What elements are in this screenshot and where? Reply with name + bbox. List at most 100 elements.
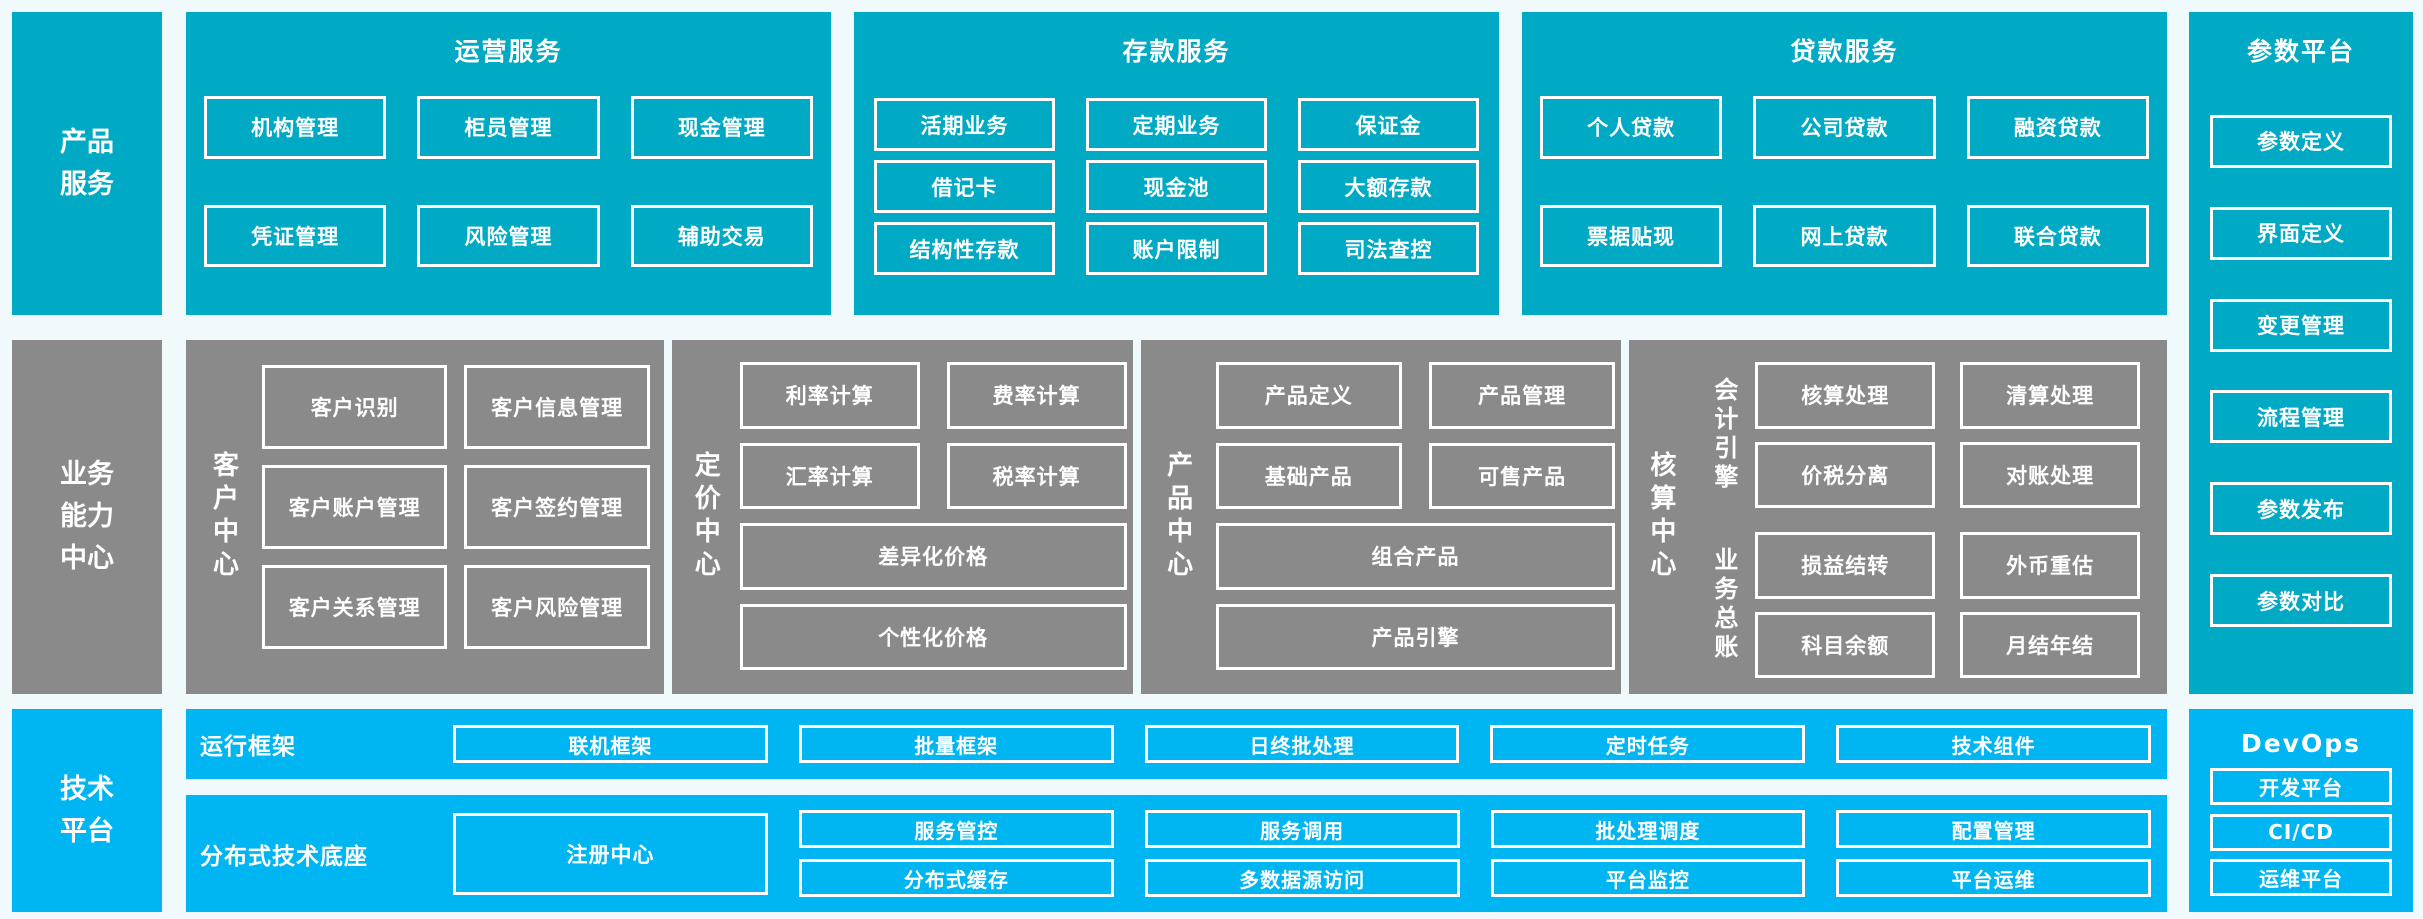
diagram-box: 服务管控 bbox=[799, 810, 1114, 848]
diagram-box: 配置管理 bbox=[1836, 810, 2151, 848]
diagram-box: 机构管理 bbox=[204, 96, 387, 159]
diagram-box: 联机框架 bbox=[453, 725, 768, 763]
diagram-box: 客户关系管理 bbox=[262, 565, 448, 649]
diagram-box: 变更管理 bbox=[2210, 298, 2392, 352]
diagram-box: 个人贷款 bbox=[1540, 96, 1723, 159]
diagram-box: 参数发布 bbox=[2210, 482, 2392, 536]
distributed-column: 配置管理 平台运维 bbox=[1836, 810, 2151, 897]
diagram-box: 组合产品 bbox=[1215, 523, 1616, 590]
diagram-box: 现金管理 bbox=[630, 96, 813, 159]
diagram-box: 定期业务 bbox=[1086, 98, 1267, 151]
diagram-box: 费率计算 bbox=[946, 362, 1127, 429]
deposit-services-grid: 活期业务 定期业务 保证金 借记卡 现金池 大额存款 结构性存款 账户限制 司法… bbox=[854, 68, 1499, 315]
diagram-box: 定时任务 bbox=[1490, 725, 1806, 763]
diagram-box: 税率计算 bbox=[946, 442, 1127, 509]
diagram-box: 汇率计算 bbox=[739, 442, 920, 509]
business-ledger-group: 业务总账 损益结转 外币重估 科目余额 月结年结 bbox=[1693, 532, 2140, 678]
loan-services-grid: 个人贷款 公司贷款 融资贷款 票据贴现 网上贷款 联合贷款 bbox=[1522, 68, 2167, 315]
diagram-box: 保证金 bbox=[1298, 98, 1479, 151]
devops-title: DevOps bbox=[2240, 729, 2362, 758]
diagram-box: 客户签约管理 bbox=[464, 465, 650, 549]
diagram-box: 损益结转 bbox=[1755, 532, 1936, 599]
diagram-box: 批量框架 bbox=[798, 725, 1114, 763]
sidebar-business-capability: 业务能力中心 bbox=[12, 340, 162, 694]
diagram-box: 联合贷款 bbox=[1966, 204, 2149, 267]
panel-deposit-services: 存款服务 活期业务 定期业务 保证金 借记卡 现金池 大额存款 结构性存款 账户… bbox=[854, 12, 1499, 315]
diagram-box: 参数定义 bbox=[2210, 114, 2392, 168]
panel-operations-services: 运营服务 机构管理 柜员管理 现金管理 凭证管理 风险管理 辅助交易 bbox=[186, 12, 831, 315]
diagram-box: 大额存款 bbox=[1298, 160, 1479, 213]
diagram-box: 凭证管理 bbox=[204, 204, 387, 267]
upper-main-area: 产品服务 运营服务 机构管理 柜员管理 现金管理 凭证管理 风险管理 辅助交易 bbox=[12, 12, 2167, 694]
parameter-platform-boxes: 参数定义 界面定义 变更管理 流程管理 参数发布 参数对比 bbox=[2189, 68, 2413, 694]
diagram-box: 利率计算 bbox=[739, 362, 920, 429]
panel-distributed-base: 分布式技术底座 注册中心 服务管控 分布式缓存 服务调用 多数据源访问 批处理调… bbox=[186, 795, 2167, 912]
sidebar-technology-platform-label: 技术平台 bbox=[60, 773, 114, 847]
diagram-box: 辅助交易 bbox=[630, 204, 813, 267]
diagram-box: 风险管理 bbox=[417, 204, 600, 267]
accounting-engine-group: 会计引擎 核算处理 清算处理 价税分离 对账处理 bbox=[1693, 362, 2140, 508]
diagram-box: 外币重估 bbox=[1960, 532, 2140, 599]
diagram-box: 对账处理 bbox=[1960, 441, 2140, 508]
panel-devops: DevOps 开发平台 CI/CD 运维平台 bbox=[2189, 709, 2413, 912]
panel-accounting-center: 核算中心 会计引擎 核算处理 清算处理 价税分离 bbox=[1629, 340, 2167, 694]
technology-main-area: 运行框架 联机框架 批量框架 日终批处理 定时任务 技术组件 分布式技术底座 注… bbox=[186, 709, 2167, 912]
diagram-box: 差异化价格 bbox=[739, 523, 1127, 590]
distributed-base-label: 分布式技术底座 bbox=[200, 843, 368, 870]
diagram-box: 产品定义 bbox=[1215, 362, 1402, 429]
diagram-box: 运维平台 bbox=[2210, 858, 2392, 896]
diagram-box: 客户识别 bbox=[262, 365, 448, 449]
panel-product-center: 产品中心 产品定义 产品管理 基础产品 可售产品 组合产品 产品引擎 bbox=[1140, 340, 1622, 694]
product-center-label: 产品中心 bbox=[1162, 451, 1193, 583]
diagram-box: 账户限制 bbox=[1086, 222, 1267, 275]
product-center-grid: 产品定义 产品管理 基础产品 可售产品 组合产品 产品引擎 bbox=[1215, 340, 1622, 694]
diagram-box: 司法查控 bbox=[1298, 222, 1479, 275]
pricing-center-label: 定价中心 bbox=[690, 451, 721, 583]
devops-boxes: 开发平台 CI/CD 运维平台 bbox=[2189, 758, 2413, 912]
accounting-center-label: 核算中心 bbox=[1645, 451, 1676, 583]
sidebar-product-services: 产品服务 bbox=[12, 12, 162, 315]
distributed-column: 批处理调度 平台监控 bbox=[1490, 810, 1806, 897]
panel-customer-center: 客户中心 客户识别 客户信息管理 客户账户管理 客户签约管理 客户关系管理 客户… bbox=[186, 340, 664, 694]
diagram-box: 开发平台 bbox=[2210, 768, 2392, 806]
upper-band: 产品服务 运营服务 机构管理 柜员管理 现金管理 凭证管理 风险管理 辅助交易 bbox=[12, 12, 2413, 694]
business-capability-row: 业务能力中心 客户中心 客户识别 客户信息管理 客户账户管理 客户签约管理 客户… bbox=[12, 340, 2167, 694]
diagram-box: 基础产品 bbox=[1215, 442, 1402, 509]
diagram-box: 批处理调度 bbox=[1490, 810, 1806, 848]
diagram-box: 票据贴现 bbox=[1540, 204, 1723, 267]
diagram-box: 网上贷款 bbox=[1753, 204, 1936, 267]
diagram-box: 分布式缓存 bbox=[799, 859, 1114, 897]
operations-services-title: 运营服务 bbox=[454, 37, 563, 66]
distributed-column: 服务调用 多数据源访问 bbox=[1144, 810, 1460, 897]
diagram-box: 客户风险管理 bbox=[464, 565, 650, 649]
runtime-framework-label: 运行框架 bbox=[200, 734, 296, 760]
panel-pricing-center: 定价中心 利率计算 费率计算 汇率计算 税率计算 差异化价格 个性化价格 bbox=[671, 340, 1133, 694]
diagram-box: 注册中心 bbox=[453, 812, 768, 895]
panel-parameter-platform: 参数平台 参数定义 界面定义 变更管理 流程管理 参数发布 参数对比 bbox=[2189, 12, 2413, 694]
panel-runtime-framework: 运行框架 联机框架 批量框架 日终批处理 定时任务 技术组件 bbox=[186, 709, 2167, 779]
customer-center-grid: 客户识别 客户信息管理 客户账户管理 客户签约管理 客户关系管理 客户风险管理 bbox=[262, 340, 664, 694]
customer-center-label: 客户中心 bbox=[208, 451, 239, 583]
sidebar-product-services-label: 产品服务 bbox=[60, 126, 114, 200]
parameter-platform-title: 参数平台 bbox=[2246, 37, 2355, 66]
diagram-box: 现金池 bbox=[1086, 160, 1267, 213]
distributed-base-columns: 服务管控 分布式缓存 服务调用 多数据源访问 批处理调度 平台监控 配置管理 bbox=[799, 810, 2151, 897]
diagram-box: CI/CD bbox=[2210, 813, 2392, 851]
diagram-box: 平台运维 bbox=[1836, 859, 2151, 897]
diagram-box: 多数据源访问 bbox=[1144, 859, 1460, 897]
runtime-framework-boxes: 联机框架 批量框架 日终批处理 定时任务 技术组件 bbox=[453, 725, 2151, 763]
diagram-box: 客户信息管理 bbox=[464, 365, 650, 449]
sidebar-technology-platform: 技术平台 bbox=[12, 709, 162, 912]
loan-services-title: 贷款服务 bbox=[1790, 37, 1899, 66]
diagram-layout: 产品服务 运营服务 机构管理 柜员管理 现金管理 凭证管理 风险管理 辅助交易 bbox=[12, 12, 2413, 912]
accounting-engine-grid: 核算处理 清算处理 价税分离 对账处理 bbox=[1755, 362, 2140, 508]
diagram-box: 核算处理 bbox=[1755, 362, 1936, 429]
sidebar-business-capability-label: 业务能力中心 bbox=[60, 459, 114, 574]
diagram-box: 平台监控 bbox=[1490, 859, 1806, 897]
diagram-box: 客户账户管理 bbox=[262, 465, 448, 549]
technology-band: 技术平台 运行框架 联机框架 批量框架 日终批处理 定时任务 技术组件 分布式技… bbox=[12, 709, 2413, 912]
diagram-box: 个性化价格 bbox=[739, 603, 1127, 670]
diagram-box: 价税分离 bbox=[1755, 441, 1936, 508]
diagram-box: 融资贷款 bbox=[1966, 96, 2149, 159]
